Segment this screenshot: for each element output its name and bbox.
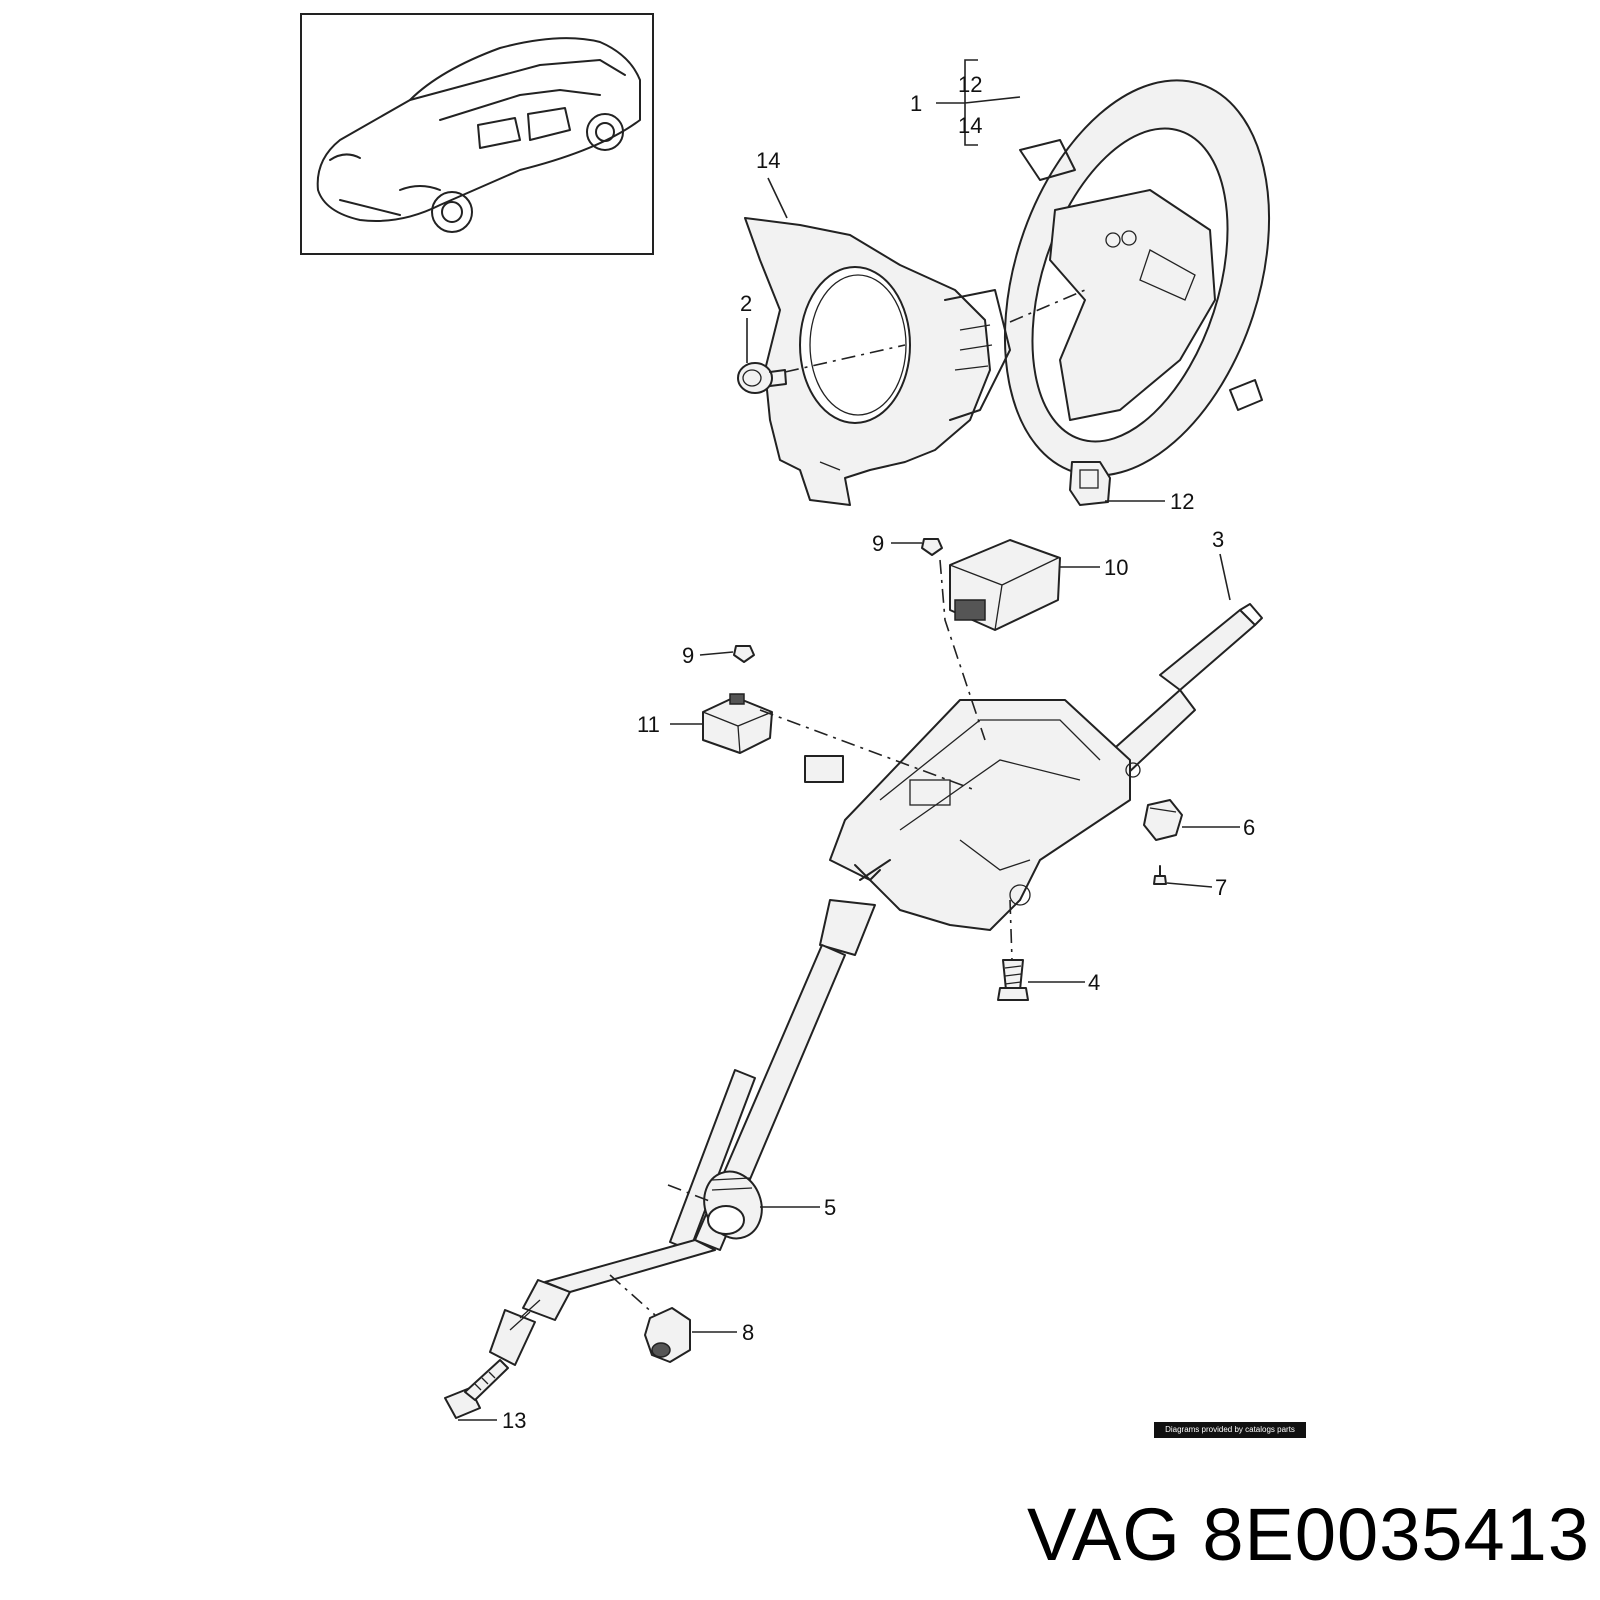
assembly-lines [609,289,1086,1316]
part-number-title: VAG 8E0035413 [1027,1493,1590,1576]
callout-11: 11 [637,712,660,737]
callout-14: 14 [756,148,780,173]
callout-13: 13 [502,1408,526,1433]
part-13-bolt [444,1359,509,1419]
callout-9-upper: 9 [872,531,884,556]
callout-9-lower: 9 [682,643,694,668]
part-8-boot [644,1307,691,1363]
callout-14-top: 14 [958,113,982,138]
part-9-clips [733,538,943,663]
callout-12-top: 12 [958,72,982,97]
diagram-credit: Diagrams provided by catalogs parts [1154,1422,1306,1438]
intermediate-shaft [489,899,876,1366]
part-6-cap [1143,799,1183,841]
callout-4: 4 [1088,970,1100,995]
part-7-screw [1153,865,1167,885]
part-10-module [949,539,1061,631]
part-11-module [702,693,773,754]
callout-12: 12 [1170,489,1194,514]
callout-3: 3 [1212,527,1224,552]
part-4-bolt [997,959,1029,1001]
steering-wheel [1003,79,1271,477]
callout-7: 7 [1215,875,1227,900]
callout-1: 1 [910,91,922,116]
callout-labels: 1 12 14 14 2 12 3 9 10 9 11 6 7 4 5 8 13 [502,72,1255,1433]
steering-trim-cover [744,217,1011,506]
leader-lines [458,59,1240,1421]
part-5-bushing [703,1170,763,1240]
callout-8: 8 [742,1320,754,1345]
part-12-clip [1069,461,1111,506]
part-2-screw [737,362,787,394]
callout-2: 2 [740,291,752,316]
callout-10: 10 [1104,555,1128,580]
callout-5: 5 [824,1195,836,1220]
callout-6: 6 [1243,815,1255,840]
vehicle-inset [300,13,654,255]
steering-column [804,603,1263,931]
